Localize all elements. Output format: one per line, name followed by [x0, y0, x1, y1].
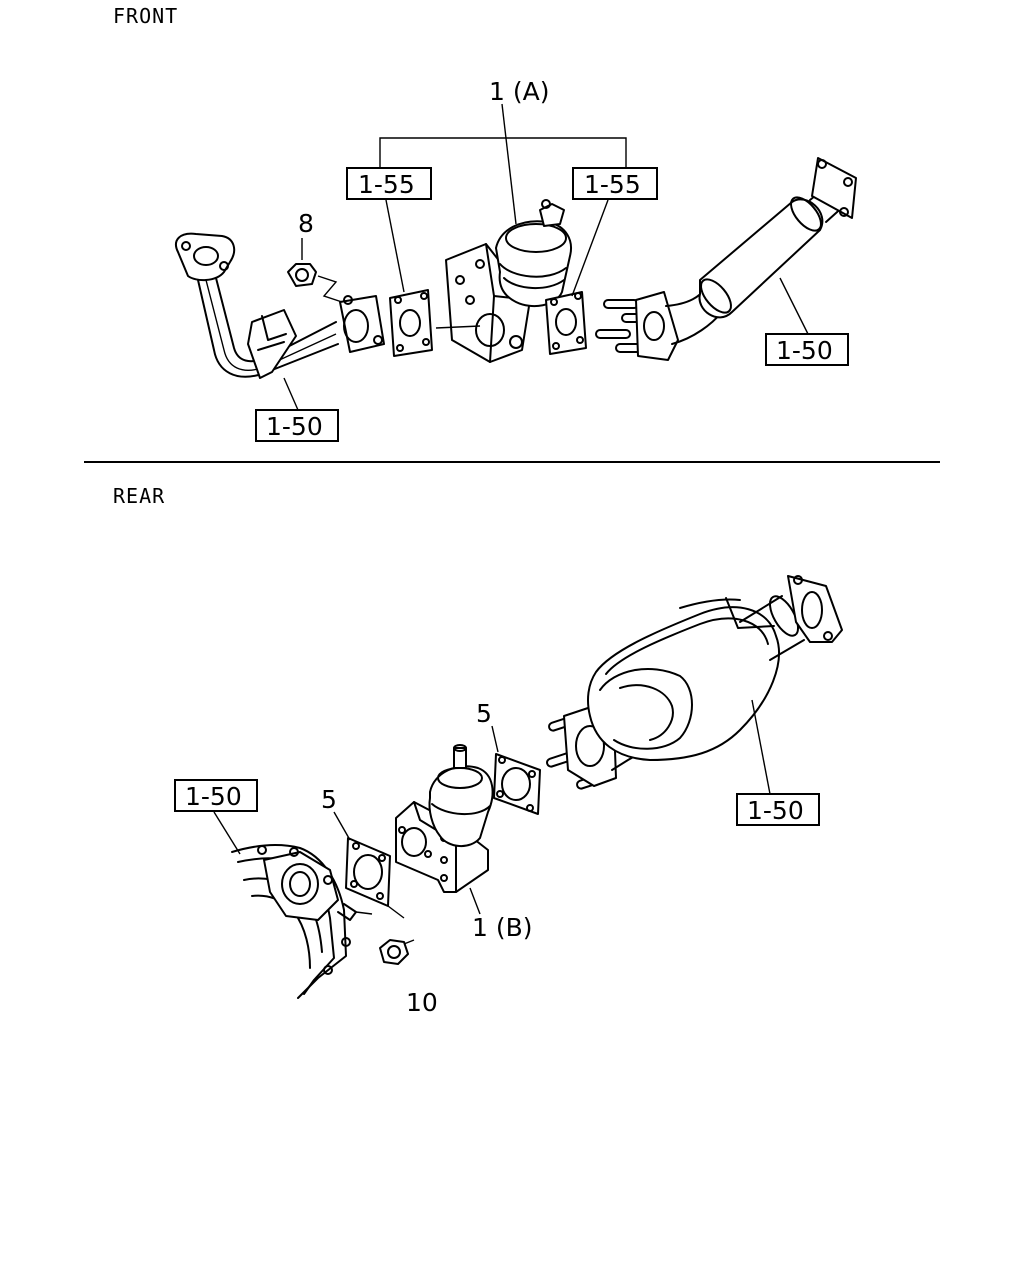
rear-leader-lines — [213, 699, 771, 855]
rear-exhaust-manifold — [231, 844, 373, 999]
ref-box-rear-right-1-50 — [736, 793, 820, 826]
rear-catalytic-converter — [546, 575, 843, 790]
callout-part-1b: 1 (B) — [472, 913, 533, 942]
rear-gasket-5-right — [491, 725, 541, 815]
front-gasket-left — [389, 289, 433, 357]
front-nut-8 — [287, 238, 343, 303]
callout-part-8: 8 — [298, 209, 314, 238]
front-leader-lines — [283, 103, 809, 411]
callout-part-5-right: 5 — [476, 699, 492, 728]
rear-section-title: REAR — [113, 484, 166, 508]
ref-label-rear-left-1-50: 1-50 — [185, 782, 242, 811]
front-section-title: FRONT — [113, 4, 179, 28]
section-divider — [84, 461, 940, 463]
ref-label-front-left-1-50: 1-50 — [266, 412, 323, 441]
front-catalytic-converter — [595, 157, 857, 361]
callout-part-5-left: 5 — [321, 785, 337, 814]
callout-part-1a: 1 (A) — [489, 77, 549, 106]
ref-label-right-1-55: 1-55 — [584, 170, 641, 199]
ref-box-rear-left-1-50 — [174, 779, 258, 812]
rear-gasket-5-left — [345, 837, 405, 919]
ref-box-left-1-55 — [346, 167, 432, 200]
ref-label-front-right-1-50: 1-50 — [776, 336, 833, 365]
front-exhaust-valve-1a — [435, 199, 572, 363]
ref-box-right-1-55 — [572, 167, 658, 200]
rear-nut-10 — [379, 939, 415, 965]
rear-exhaust-valve-1b — [395, 744, 494, 915]
front-front-pipe — [175, 232, 385, 379]
callout-part-10: 10 — [406, 988, 438, 1017]
front-gasket-right — [545, 291, 587, 355]
ref-label-rear-right-1-50: 1-50 — [747, 796, 804, 825]
ref-label-left-1-55: 1-55 — [358, 170, 415, 199]
ref-box-front-right-1-50 — [765, 333, 849, 366]
ref-box-front-left-1-50 — [255, 409, 339, 442]
